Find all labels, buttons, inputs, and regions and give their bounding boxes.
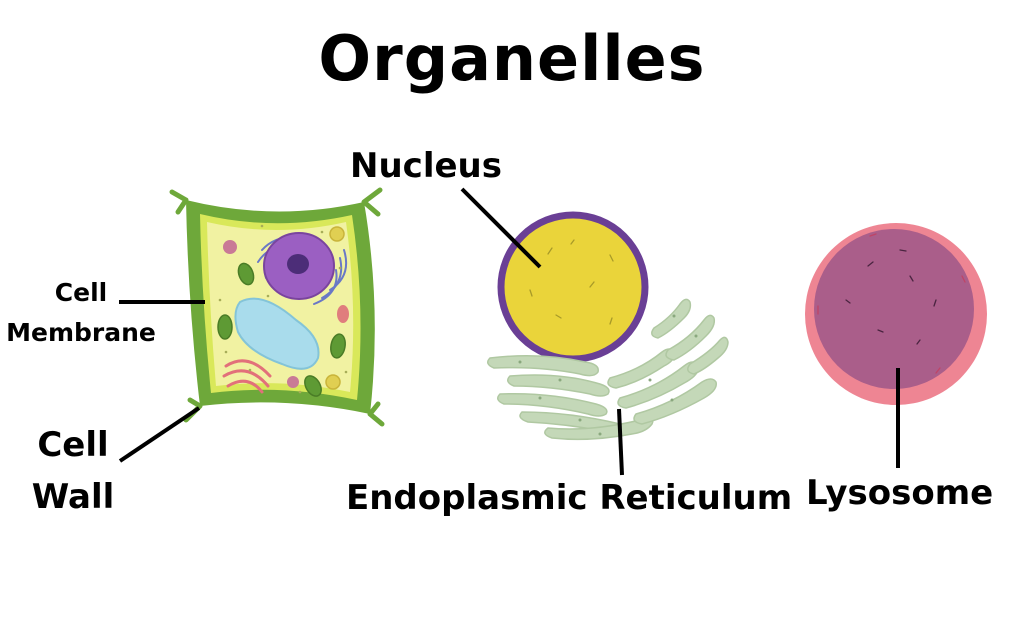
cell-wall-corner bbox=[361, 187, 383, 217]
cell-membrane-label-line2: Membrane bbox=[6, 318, 156, 347]
cell-vesicle bbox=[287, 376, 299, 388]
diagram-title: Organelles bbox=[318, 22, 706, 95]
er-ribosomes bbox=[518, 314, 698, 436]
nucleus-organelle bbox=[497, 211, 649, 363]
cell-wall-corner bbox=[169, 189, 189, 215]
cell-wall-leader bbox=[118, 406, 201, 463]
endoplasmic-reticulum-label: Endoplasmic Reticulum bbox=[346, 478, 793, 518]
golgi-apparatus bbox=[222, 359, 272, 394]
cell-wall-corner bbox=[367, 401, 385, 427]
cell-nucleolus bbox=[287, 254, 309, 274]
chloroplasts bbox=[217, 262, 346, 397]
nucleus-leader bbox=[460, 187, 542, 269]
cell-wall-label-line2: Wall bbox=[31, 477, 115, 517]
lysosome-label: Lysosome bbox=[806, 473, 994, 513]
er-leader bbox=[617, 408, 624, 476]
cell-mitochondrion bbox=[337, 305, 349, 323]
cell-membrane-label: Cell Membrane bbox=[0, 273, 162, 353]
cell-vesicle bbox=[325, 374, 341, 390]
lysosome-organelle bbox=[805, 223, 987, 405]
nucleus-label: Nucleus bbox=[350, 146, 502, 186]
plant-cell bbox=[169, 187, 385, 427]
cell-wall-label-line1: Cell bbox=[37, 425, 109, 465]
cell-vesicle bbox=[223, 240, 237, 254]
cell-vesicle bbox=[329, 226, 345, 242]
cell-wall-label: Cell Wall bbox=[18, 419, 128, 523]
vacuole bbox=[234, 297, 320, 370]
cytoplasm-speckles bbox=[218, 224, 348, 394]
endoplasmic-reticulum bbox=[487, 298, 729, 441]
cell-membrane-label-line1: Cell bbox=[54, 278, 108, 307]
